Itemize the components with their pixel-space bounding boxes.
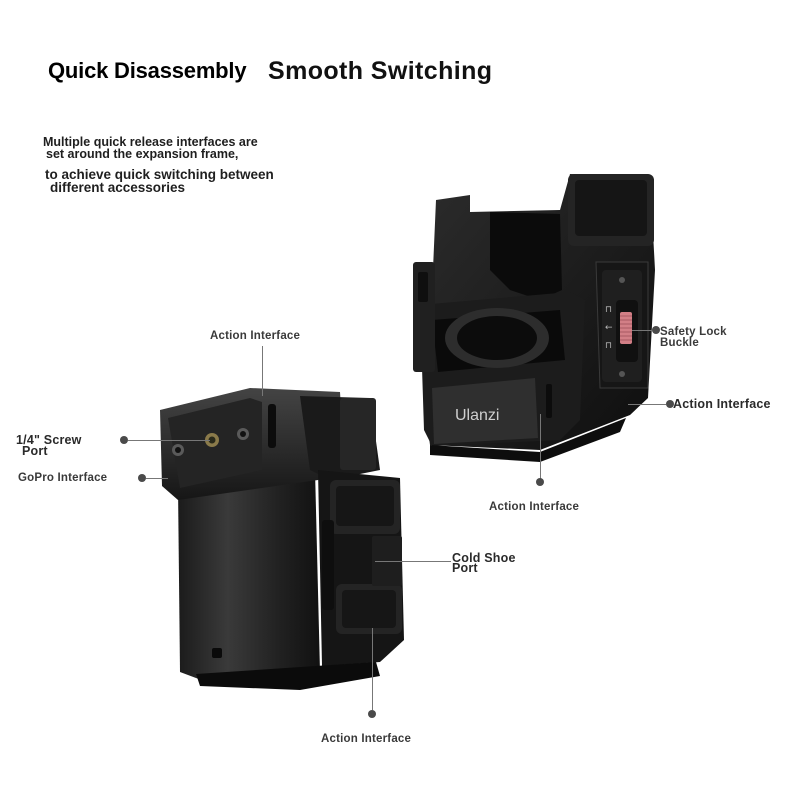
leader-safety-lock bbox=[632, 330, 652, 331]
dot-gopro-interface bbox=[138, 474, 146, 482]
left-product bbox=[160, 388, 404, 690]
label-action-interface-bottom: Action Interface bbox=[321, 733, 412, 745]
heading-smooth-switching: Smooth Switching bbox=[268, 57, 493, 85]
label-cold-shoe-line-1: Cold Shoe bbox=[452, 551, 516, 565]
dot-action-interface-right bbox=[666, 400, 674, 408]
svg-text:⊓: ⊓ bbox=[605, 305, 612, 315]
description-line-2: set around the expansion frame, bbox=[46, 147, 239, 161]
label-screw-port-line-2: Port bbox=[22, 444, 48, 458]
label-gopro-interface: GoPro Interface bbox=[18, 472, 108, 484]
leader-cold-shoe bbox=[375, 561, 451, 562]
svg-text:←: ← bbox=[605, 323, 613, 333]
leader-action-interface-bottom bbox=[372, 628, 373, 710]
leader-screw-port bbox=[128, 440, 210, 441]
label-safety-lock-line-1: Safety Lock bbox=[660, 326, 727, 338]
description-line-3: to achieve quick switching between bbox=[45, 167, 274, 182]
description-line-4: different accessories bbox=[50, 180, 186, 195]
right-product: ⊓ ← ⊓ Ulanzi bbox=[413, 174, 655, 462]
label-action-interface-right: Action Interface bbox=[673, 397, 771, 411]
dot-action-interface-mid bbox=[536, 478, 544, 486]
dot-screw-port bbox=[120, 436, 128, 444]
leader-action-interface-mid bbox=[540, 414, 541, 480]
label-safety-lock-line-2: Buckle bbox=[660, 337, 699, 349]
label-screw-port-line-1: 1/4" Screw bbox=[16, 433, 82, 447]
ulanzi-logo: Ulanzi bbox=[455, 407, 499, 424]
dot-safety-lock bbox=[652, 326, 660, 334]
leader-gopro-interface bbox=[146, 478, 168, 479]
description-line-1: Multiple quick release interfaces are bbox=[43, 135, 258, 149]
label-cold-shoe-line-2: Port bbox=[452, 561, 478, 575]
heading-quick-disassembly: Quick Disassembly bbox=[48, 58, 247, 83]
label-action-interface-mid: Action Interface bbox=[489, 501, 580, 513]
dot-action-interface-bottom bbox=[368, 710, 376, 718]
leader-action-interface-top bbox=[262, 346, 263, 396]
svg-text:⊓: ⊓ bbox=[605, 341, 612, 351]
label-action-interface-top: Action Interface bbox=[210, 330, 301, 342]
leader-action-interface-right bbox=[628, 404, 666, 405]
